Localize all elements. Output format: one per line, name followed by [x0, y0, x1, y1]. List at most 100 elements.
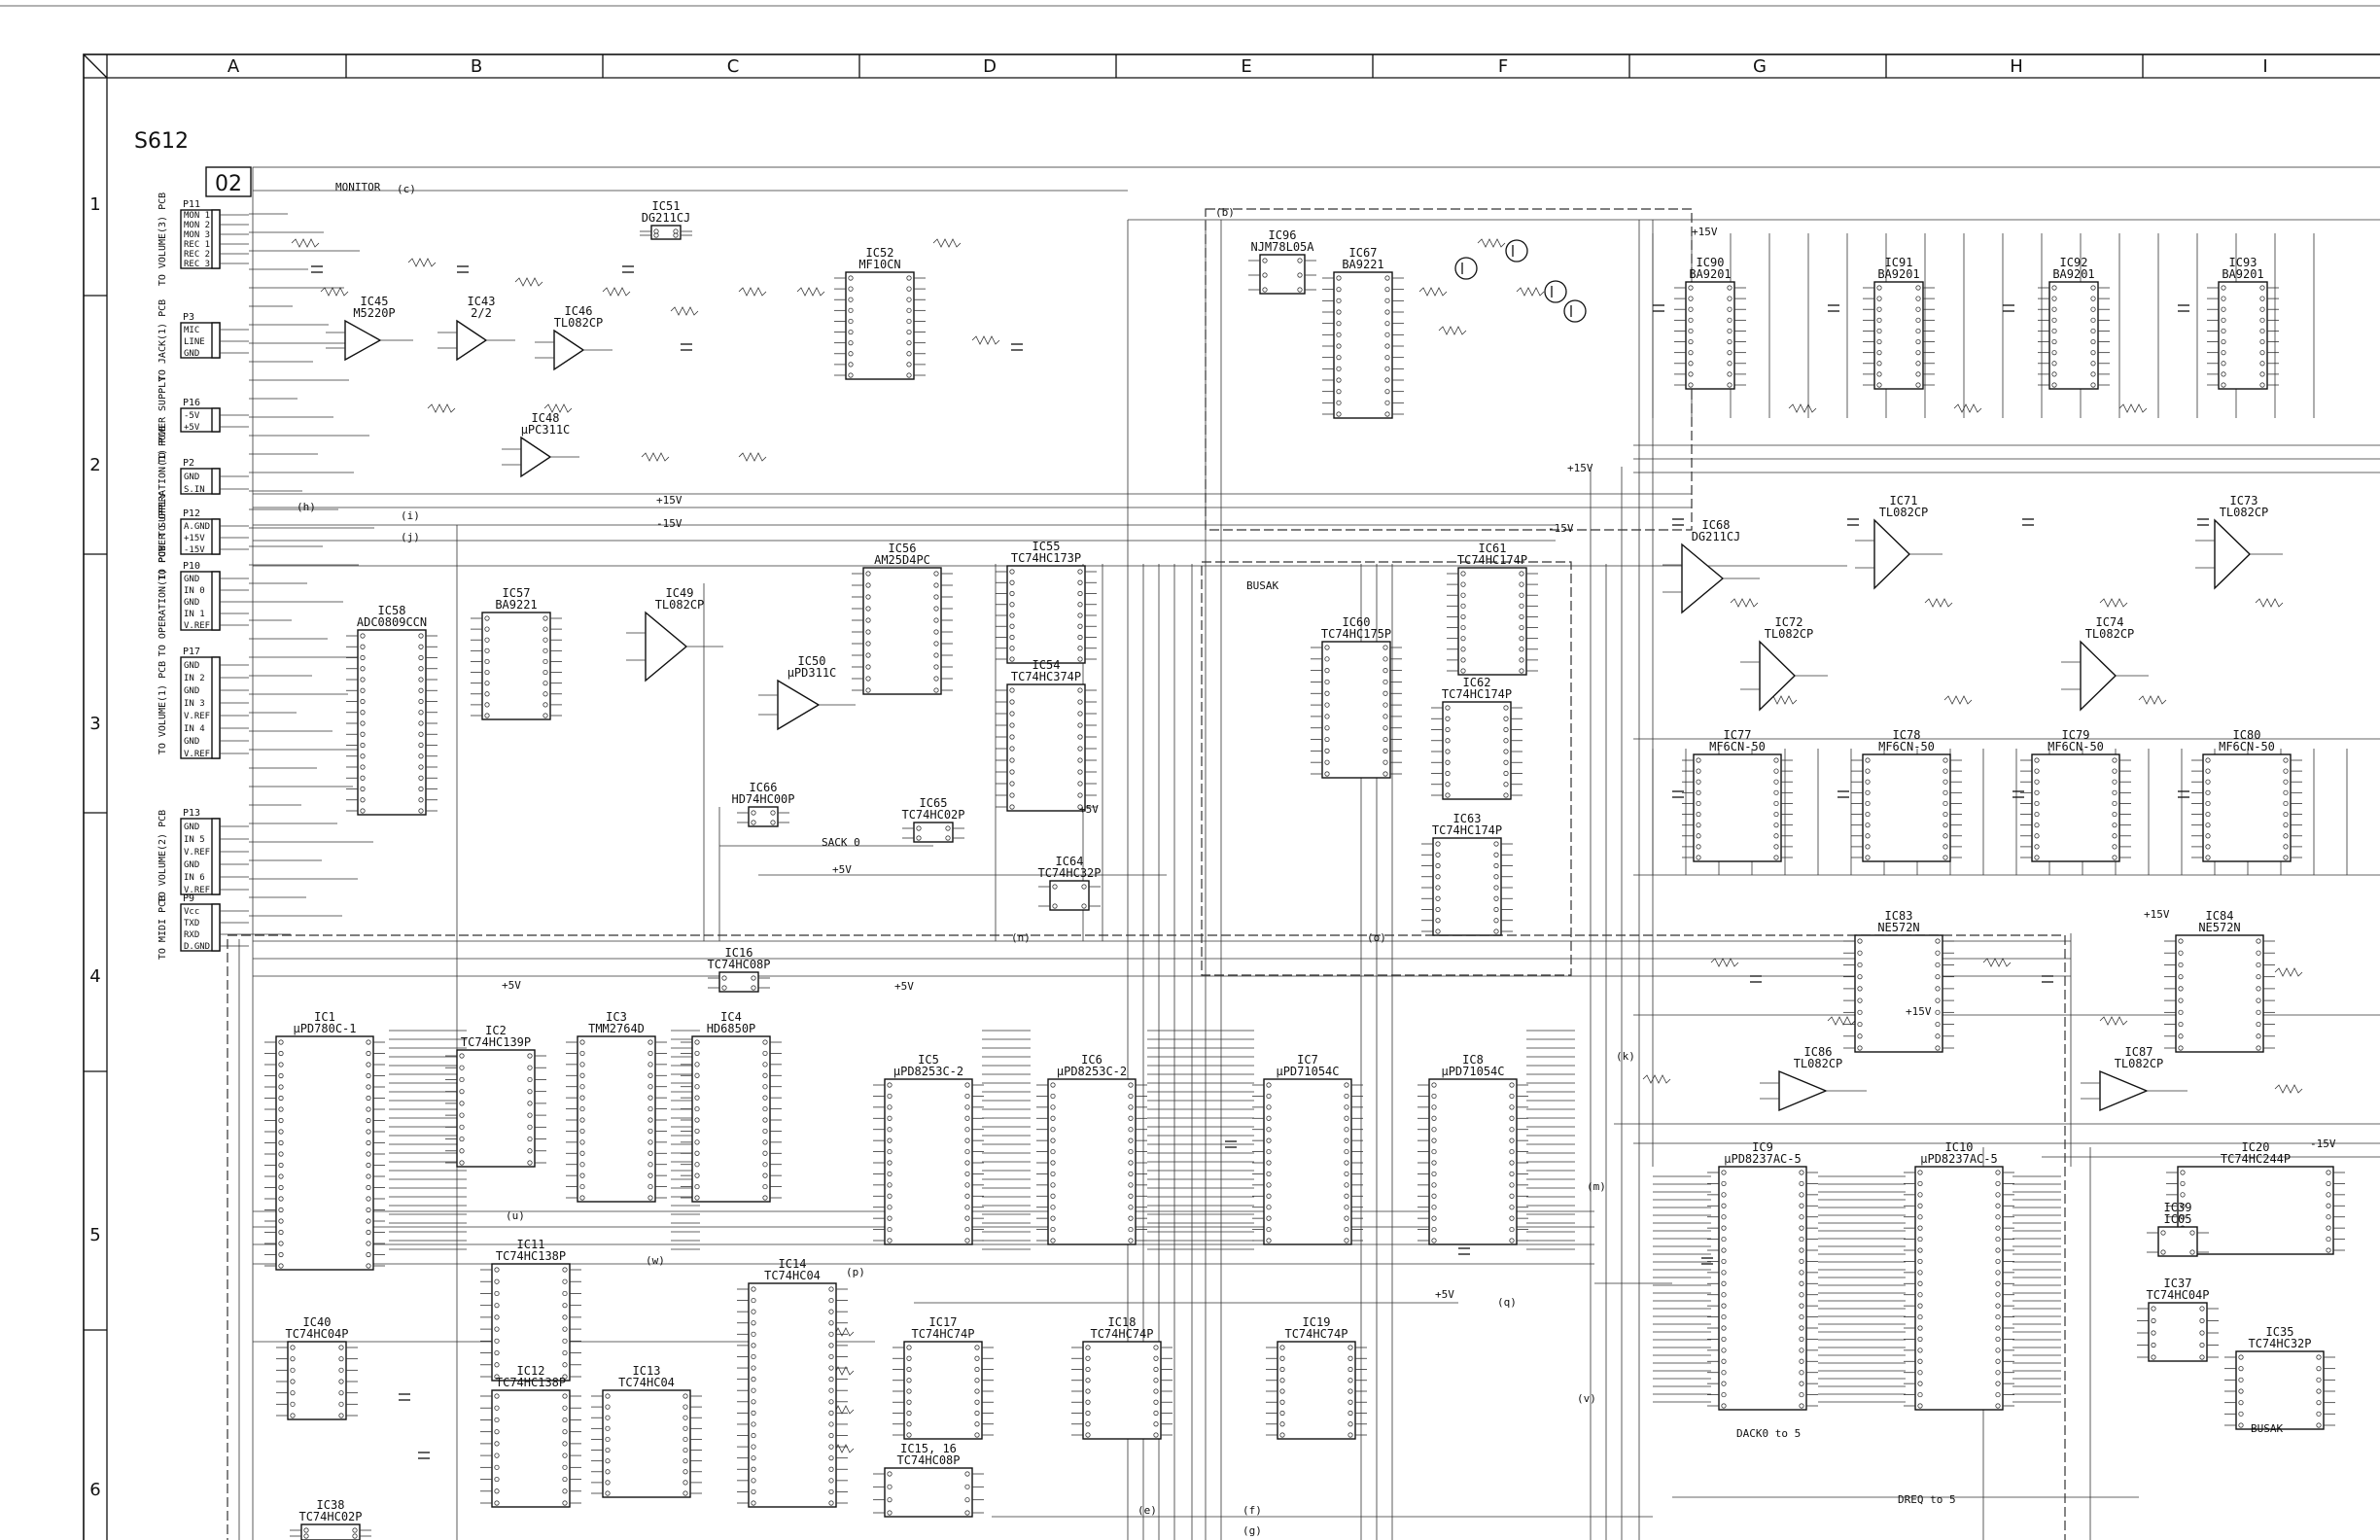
- ic-package: [748, 806, 779, 827]
- ic-package: [2218, 281, 2268, 390]
- signal-tag: (v): [1577, 1392, 1596, 1405]
- section-box: [205, 166, 252, 197]
- connector-pin-label: LINE: [184, 337, 205, 347]
- ic-package: [456, 1049, 536, 1168]
- ic-designator: IC2: [485, 1024, 507, 1037]
- connector-pin-label: V.REF: [184, 621, 210, 631]
- ic-part-number: AM25D4PC: [874, 553, 930, 567]
- ic-designator: IC19: [1303, 1315, 1331, 1329]
- ic-part-number: TL082CP: [655, 598, 705, 612]
- ic-package: [1432, 837, 1502, 936]
- ic-part-number: 2/2: [471, 306, 492, 320]
- ic-part-number: µPD8237AC-5: [1920, 1152, 1997, 1166]
- ic-designator: IC73: [2230, 494, 2258, 508]
- ic-designator: IC91: [1885, 256, 1913, 269]
- ic-part-number: µPC311C: [521, 423, 571, 437]
- ic-designator: IC68: [1702, 518, 1731, 532]
- ic-part-number: TC74HC32P: [1037, 866, 1101, 880]
- connector-destination: TO VOLUME(2) PCB: [158, 810, 168, 903]
- ic-part-number: MF6CN-50: [2219, 740, 2275, 753]
- column-label: E: [1241, 56, 1251, 77]
- monitor-net-label: MONITOR: [335, 181, 381, 193]
- ic-designator: IC14: [779, 1257, 807, 1271]
- connector-pin-label: IN 6: [184, 873, 205, 883]
- ic-package: [1718, 1166, 1807, 1411]
- ic-designator: IC40: [303, 1315, 332, 1329]
- ic-part-number: TC74HC32P: [2248, 1337, 2311, 1350]
- row-labels: 1 2 3 4 5 6: [89, 194, 100, 1500]
- opamp-symbol: [1681, 542, 1725, 614]
- ic-part-number: TL082CP: [1794, 1057, 1843, 1070]
- ic-package: [275, 1035, 374, 1271]
- minus15v-net-label: -15V: [1548, 522, 1574, 535]
- ic-designator: IC83: [1885, 909, 1913, 923]
- ic-part-number: NE572N: [2198, 921, 2240, 934]
- ic-part-number: µPD311C: [788, 666, 837, 680]
- ic-designator: IC86: [1804, 1045, 1833, 1059]
- ic-part-number: TL082CP: [2220, 506, 2269, 519]
- connector-pin-label: GND: [184, 349, 199, 359]
- ic-designator: IC7: [1297, 1053, 1318, 1067]
- signal-tag: (q): [1497, 1296, 1517, 1309]
- cpu-block-outline: [227, 934, 2066, 1540]
- row-label: 1: [89, 194, 100, 215]
- signal-tag: (u): [506, 1209, 525, 1222]
- ic-designator: IC60: [1343, 615, 1371, 629]
- ic-designator: IC15, 16: [900, 1442, 957, 1455]
- row-label: 2: [89, 455, 100, 475]
- ic-part-number: IC05: [2164, 1212, 2192, 1226]
- connector-destination: TO VOLUME(1) PCB: [158, 661, 168, 754]
- ic-designator: IC49: [666, 586, 694, 600]
- ic-part-number: TC74HC02P: [901, 808, 964, 822]
- connector-pin-label: IN 4: [184, 724, 205, 734]
- ic-designator: IC62: [1463, 676, 1491, 689]
- signal-tag: (i): [401, 509, 420, 522]
- ic-part-number: NJM78L05A: [1250, 240, 1314, 254]
- ic-package: [2048, 281, 2099, 390]
- ic-designator: IC67: [1349, 246, 1378, 260]
- signal-tag: (g): [1242, 1524, 1262, 1537]
- ic-package: [2202, 753, 2292, 862]
- ic-part-number: HD6850P: [707, 1022, 756, 1035]
- ic-package: [1428, 1078, 1518, 1245]
- connector-destination: TO OPERATION(1) PCB: [158, 426, 168, 537]
- ic-designator: IC55: [1032, 540, 1061, 553]
- row-label: 5: [89, 1225, 100, 1245]
- ic-package: [1082, 1341, 1162, 1440]
- signal-tag: (m): [1587, 1180, 1606, 1193]
- signal-tag: (o): [1367, 931, 1386, 944]
- ic-part-number: µPD71054C: [1441, 1065, 1504, 1078]
- ic-package: [2175, 934, 2264, 1053]
- ic-part-number: TC74HC173P: [1011, 551, 1081, 565]
- section-number: 02: [215, 172, 242, 196]
- ic-designator: IC90: [1697, 256, 1725, 269]
- connector-pin-label: GND: [184, 598, 199, 608]
- ic-designator: IC96: [1269, 228, 1297, 242]
- ic-designator: IC54: [1032, 658, 1061, 672]
- ic-part-number: TC74HC174P: [1442, 687, 1512, 701]
- ic-part-number: NE572N: [1877, 921, 1919, 934]
- ic-package: [884, 1467, 973, 1518]
- opamp-symbol: [645, 611, 688, 682]
